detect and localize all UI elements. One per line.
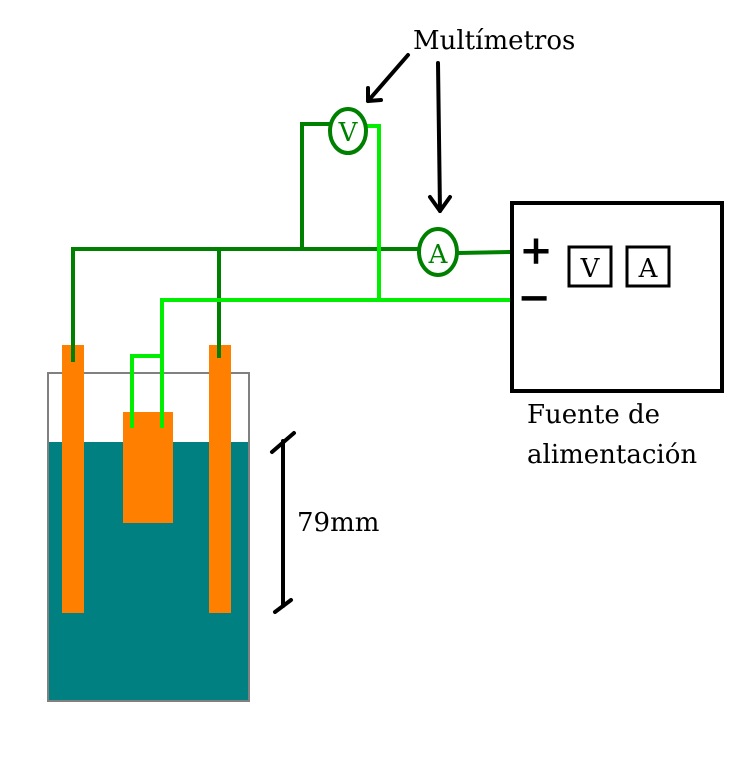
voltmeter-circle <box>328 107 368 155</box>
arrows <box>366 53 452 213</box>
voltmeter: V <box>328 107 368 155</box>
plus-terminal: + <box>519 227 553 274</box>
ammeter-circle <box>417 227 459 277</box>
power-supply-box <box>510 201 724 393</box>
electrode-left <box>62 345 84 613</box>
wire-voltmeter-right <box>366 124 381 300</box>
minus-terminal: − <box>517 274 551 321</box>
display-a-box <box>625 245 671 288</box>
wire-ammeter-to-plus <box>457 250 512 255</box>
voltmeter-letter: V <box>338 118 359 148</box>
dimension-tick-top <box>270 431 296 454</box>
ammeter-letter: A <box>428 240 449 270</box>
power-supply: + − V A <box>510 201 724 393</box>
wire-left-electrode <box>71 247 418 362</box>
display-v-box <box>567 245 613 288</box>
ammeter: A <box>417 227 459 277</box>
arrow-to-voltmeter <box>366 53 410 103</box>
beaker-outline <box>47 372 250 702</box>
electrode-right <box>209 345 231 613</box>
multimeters-label: Multímetros <box>413 26 575 56</box>
display-a: A <box>638 254 659 284</box>
power-supply-label-line2: alimentación <box>527 440 697 470</box>
dimension-tick-bottom <box>273 598 293 614</box>
wires-light <box>130 124 511 428</box>
wires-dark <box>71 122 512 362</box>
wire-center-electrode <box>130 354 162 428</box>
display-v: V <box>580 254 601 284</box>
height-label: 79mm <box>297 508 379 538</box>
height-dimension <box>270 431 296 614</box>
wire-minus <box>160 298 511 428</box>
wire-voltmeter-left <box>300 122 330 249</box>
power-supply-label-line1: Fuente de <box>527 400 660 430</box>
arrow-to-ammeter <box>428 61 452 213</box>
electrode-center <box>123 412 173 523</box>
